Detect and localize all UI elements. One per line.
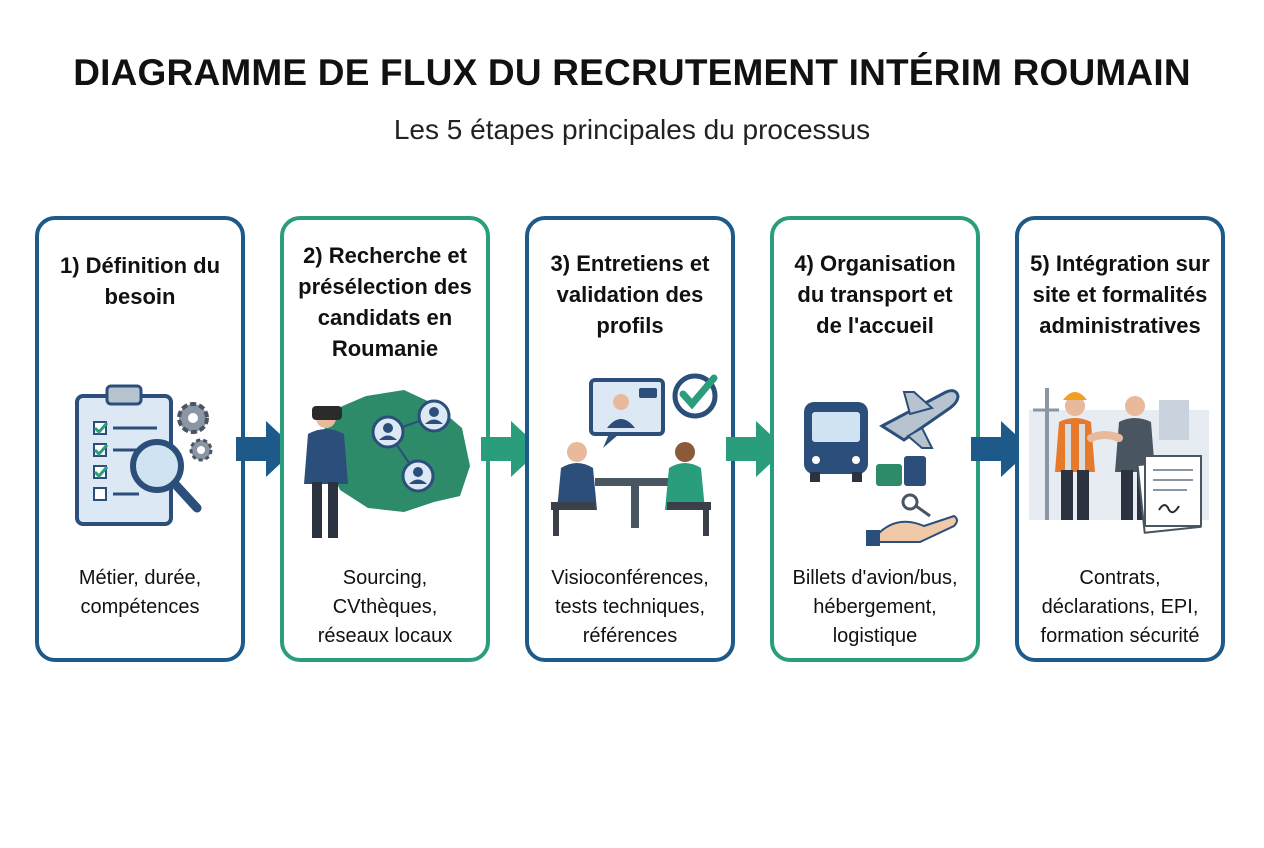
step-title-line: administratives [1039,313,1201,338]
step-desc-line: logistique [832,625,918,647]
step-desc-line: tests techniques, [554,596,706,618]
bus-plane-keys-icon [804,389,960,546]
step-desc-line: compétences [80,596,200,618]
step-desc-line: Sourcing, [342,567,428,589]
step-title-4: 4) Organisation du transport et de l'acc… [780,248,970,341]
step-title-line: de l'accueil [816,313,934,338]
step-title-5: 5) Intégration sur site et formalités ad… [1025,248,1215,341]
binoculars-romania-map-icon [304,390,470,538]
step-desc-line: Visioconférences, [551,567,709,589]
step-desc-line: Métier, durée, [78,567,202,589]
step-desc-line: formation sécurité [1040,625,1200,647]
step-card-5: 5) Intégration sur site et formalités ad… [1015,216,1225,662]
step-desc-1: Métier, durée, compétences [43,564,237,622]
handshake-contract-icon [1029,388,1209,534]
step-title-line: du transport et [797,282,953,307]
step-title-line: site et formalités [1032,282,1208,307]
step-title-line: validation des [556,282,704,307]
step-card-2: 2) Recherche et présélection des candida… [280,216,490,662]
step-desc-line: réseaux locaux [317,625,453,647]
step-desc-line: CVthèques, [332,596,438,618]
step-title-line: Roumanie [331,336,439,361]
step-desc-line: Billets d'avion/bus, [792,567,958,589]
step-title-line: 2) Recherche et [303,243,467,268]
clipboard-magnifier-gears-icon [75,384,213,526]
step-title-1: 1) Définition du besoin [45,250,235,312]
step-desc-2: Sourcing, CVthèques, réseaux locaux [288,564,482,651]
step-title-line: présélection des [298,274,472,299]
step-desc-line: déclarations, EPI, [1041,596,1199,618]
step-desc-line: références [582,625,678,647]
step-desc-line: Contrats, [1079,567,1161,589]
step-card-4: 4) Organisation du transport et de l'acc… [770,216,980,662]
step-desc-line: hébergement, [813,596,937,618]
step-title-line: 4) Organisation [794,251,956,276]
step-card-1: 1) Définition du besoin Métier, durée, c… [35,216,245,662]
step-title-line: candidats en [317,305,453,330]
step-desc-3: Visioconférences, tests techniques, réfé… [533,564,727,651]
page-title: DIAGRAMME DE FLUX DU RECRUTEMENT INTÉRIM… [73,52,1191,93]
step-title-line: 3) Entretiens et [550,251,710,276]
step-title-line: profils [596,313,664,338]
step-title-2: 2) Recherche et présélection des candida… [290,240,480,364]
step-title-3: 3) Entretiens et validation des profils [535,248,725,341]
interview-video-call-icon [551,373,718,536]
step-desc-5: Contrats, déclarations, EPI, formation s… [1023,564,1217,651]
step-title-line: 1) Définition du [59,253,221,278]
step-card-3: 3) Entretiens et validation des profils … [525,216,735,662]
step-desc-4: Billets d'avion/bus, hébergement, logist… [778,564,972,651]
page-subtitle: Les 5 étapes principales du processus [393,114,871,145]
step-title-line: 5) Intégration sur [1030,251,1210,276]
step-title-line: besoin [104,284,176,309]
